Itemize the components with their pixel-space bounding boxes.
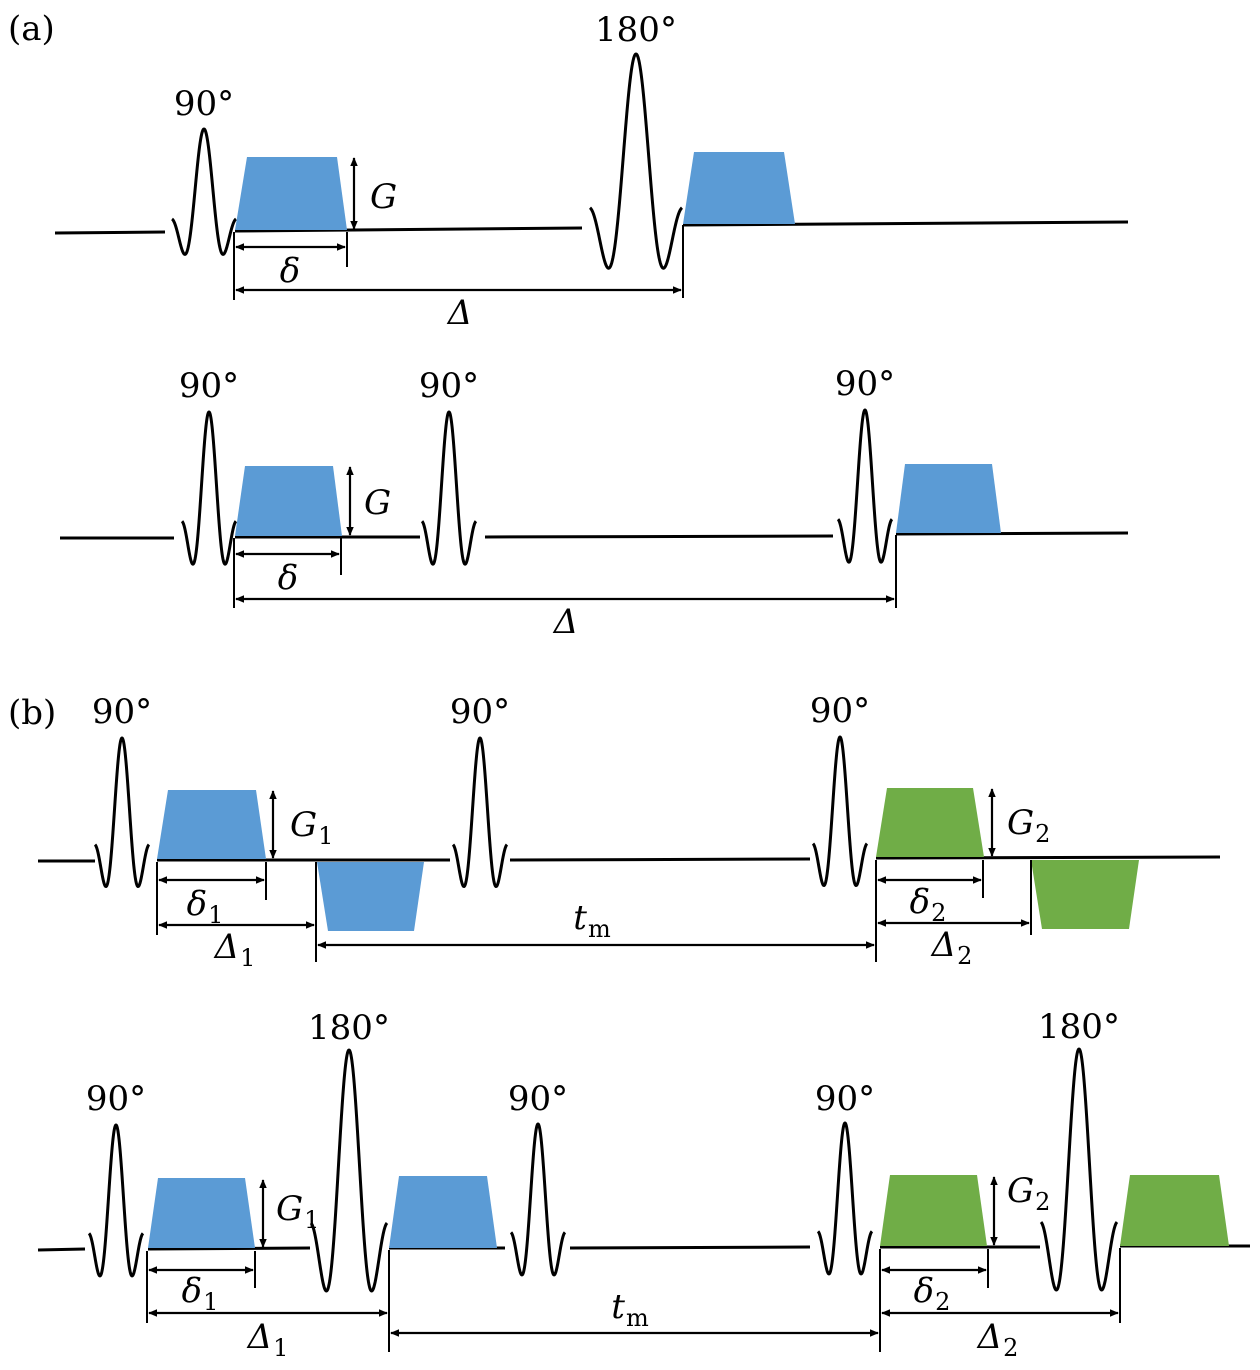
rf-pulse-90 (811, 735, 869, 887)
gradient-pulse (880, 1175, 987, 1246)
rf-pulse-90 (180, 410, 238, 566)
rf-pulse-90 (420, 410, 478, 566)
gradient-label: G2 (1007, 1171, 1050, 1216)
flip-angle-label: 180° (308, 1008, 390, 1048)
rf-pulse-90 (93, 736, 151, 888)
row-a2-stimulated-echo: 90° 90° 90° G δ Δ (60, 364, 1129, 642)
gradient-pulse-negative (317, 862, 424, 931)
gradient-label: G (364, 483, 391, 523)
delta2-label: δ2 (910, 882, 947, 927)
gradient-pulse (157, 790, 266, 859)
flip-angle-label: 180° (1038, 1007, 1120, 1047)
baseline (484, 534, 834, 539)
delta-label: δ (278, 558, 298, 598)
gradient-pulse (1120, 1175, 1229, 1246)
rf-pulse-90 (170, 127, 238, 256)
gradient-label: G (370, 177, 397, 217)
flip-angle-label: 90° (86, 1079, 146, 1119)
baseline (54, 230, 166, 235)
rf-pulse-90 (816, 1121, 874, 1276)
tm-label: tm (573, 898, 611, 943)
flip-angle-label: 90° (92, 692, 152, 732)
Delta-label: Δ (446, 293, 473, 333)
flip-angle-label: 90° (508, 1079, 568, 1119)
tm-label: tm (611, 1287, 649, 1332)
baseline (234, 226, 583, 233)
Delta2-label: Δ2 (976, 1317, 1019, 1362)
row-b1-double-stimulated-echo: 90° 90° 90° G1 G2 δ1 Δ1 tm δ2 Δ2 (38, 691, 1221, 972)
rf-pulse-180 (1039, 1047, 1119, 1292)
flip-angle-label: 90° (174, 84, 234, 124)
baseline (682, 220, 1129, 227)
baseline (147, 1246, 311, 1251)
gradient-pulse (235, 157, 347, 230)
panel-a-label: (a) (8, 9, 55, 49)
gradient-pulse (389, 1176, 497, 1248)
flip-angle-label: 90° (815, 1079, 875, 1119)
Delta-label: Δ (552, 602, 579, 642)
rf-pulse-180 (589, 52, 683, 270)
gradient-label: G2 (1007, 803, 1050, 848)
rf-pulse-180 (309, 1048, 389, 1293)
delta1-label: δ1 (182, 1271, 219, 1316)
rf-pulse-90 (87, 1123, 145, 1278)
flip-angle-label: 90° (450, 692, 510, 732)
row-b2-double-spin-echo: 90° 180° 90° 90° 180° G1 G2 δ1 Δ1 tm δ2 … (37, 1007, 1250, 1362)
baseline (875, 855, 1221, 860)
Delta1-label: Δ1 (246, 1317, 289, 1362)
flip-angle-label: 90° (835, 364, 895, 404)
flip-angle-label: 90° (419, 366, 479, 406)
baseline (569, 1245, 811, 1250)
gradient-pulse-negative (1031, 860, 1139, 929)
Delta2-label: Δ2 (930, 925, 973, 970)
delta1-label: δ1 (187, 884, 224, 929)
baseline (895, 531, 1129, 536)
rf-pulse-90 (836, 408, 894, 564)
rf-pulse-90 (451, 736, 509, 888)
row-a1-spin-echo: 90° 180° G δ Δ (54, 10, 1129, 333)
gradient-label: G1 (290, 805, 333, 850)
flip-angle-label: 90° (810, 691, 870, 731)
panel-b-label: (b) (8, 693, 56, 733)
Delta1-label: Δ1 (213, 927, 256, 972)
flip-angle-label: 180° (595, 10, 677, 50)
delta2-label: δ2 (914, 1271, 951, 1316)
baseline (509, 857, 811, 862)
gradient-pulse (683, 152, 795, 224)
gradient-pulse (876, 788, 984, 857)
rf-pulse-90 (509, 1122, 567, 1277)
flip-angle-label: 90° (179, 366, 239, 406)
gradient-pulse (235, 466, 342, 536)
baseline (37, 1247, 86, 1252)
gradient-label: G1 (276, 1189, 319, 1234)
delta-label: δ (280, 251, 300, 291)
gradient-pulse (896, 464, 1001, 533)
gradient-pulse (148, 1178, 255, 1248)
